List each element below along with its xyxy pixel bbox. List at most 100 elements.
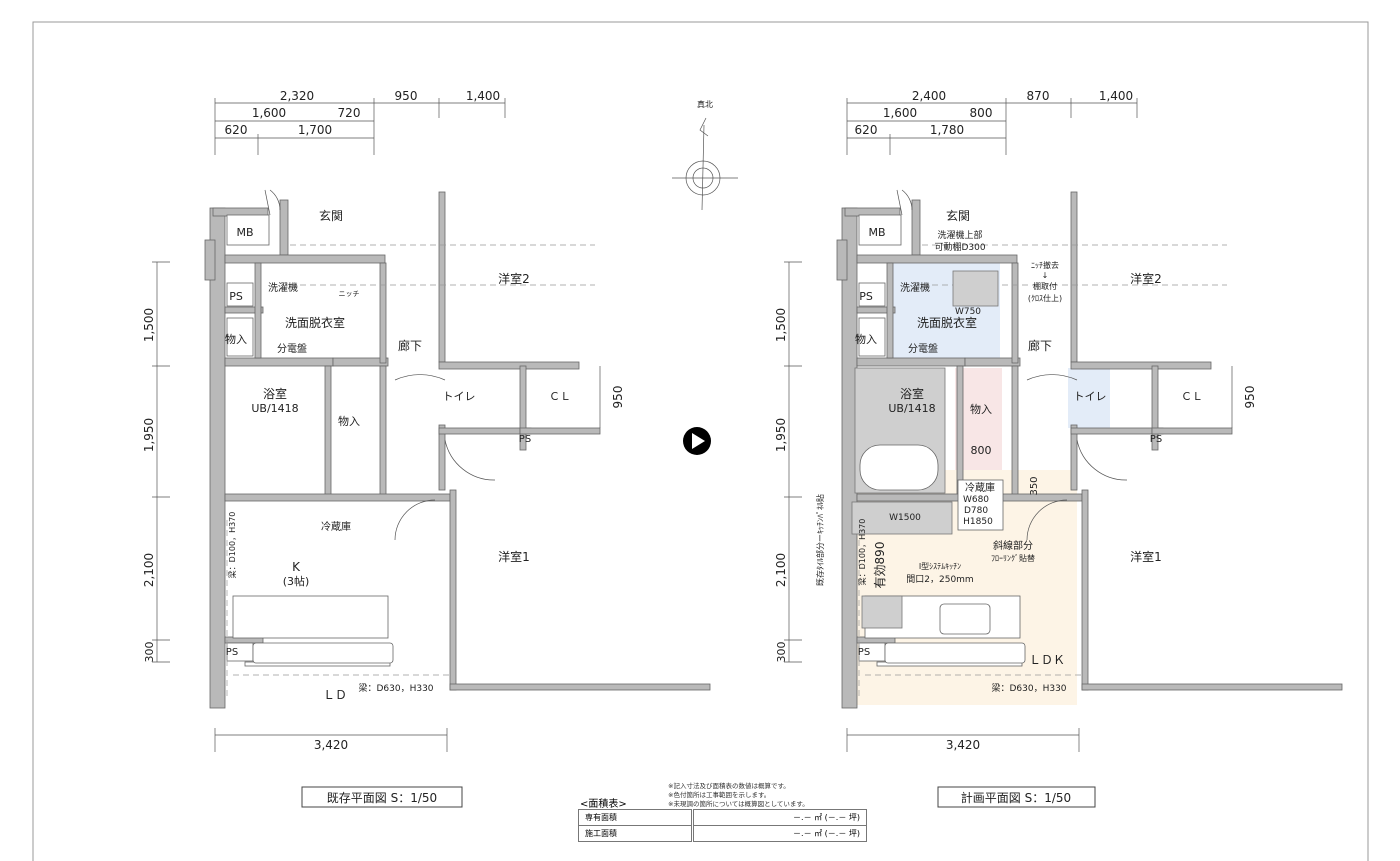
dim-top: 870 xyxy=(1027,89,1050,103)
dim-top: 1,600 xyxy=(252,106,286,120)
room-washroom: 洗面脱衣室 xyxy=(285,315,345,330)
label-fridge-h: H1850 xyxy=(963,517,993,527)
compass-rose-icon xyxy=(685,160,721,196)
room-toilet: トイレ xyxy=(443,390,476,403)
label-w750: W750 xyxy=(955,307,981,317)
room-hall: 廊下 xyxy=(398,338,422,353)
dim-toilet: 950 xyxy=(1243,386,1257,409)
label-beam-1: 梁：D100，H370 xyxy=(228,512,237,579)
shelf-note-2: 可動棚D300 xyxy=(934,241,985,253)
label-beam-2: 梁：D630，H330 xyxy=(358,682,433,694)
dim-left: 1,500 xyxy=(142,308,156,342)
sheet-border xyxy=(32,21,1369,861)
dim-top: 620 xyxy=(225,123,248,137)
planned-dimension-lines xyxy=(784,98,1233,752)
dim-350: 350 xyxy=(1029,476,1040,495)
table-row: 施工面積 －.－ ㎡ (－.－ 坪) xyxy=(578,825,867,842)
label-washer: 洗濯機 xyxy=(900,281,930,294)
label-panel: 分電盤 xyxy=(277,342,307,355)
room-ld: ＬＤ xyxy=(323,688,347,702)
room-bath: 浴室 xyxy=(900,386,924,401)
room-ps-3: PS xyxy=(226,647,238,658)
bathtub xyxy=(859,444,939,491)
label-fridge-d: D780 xyxy=(964,506,988,516)
room-ps-2: PS xyxy=(519,434,531,445)
area-table-caption: <面積表> xyxy=(580,799,627,810)
label-fridge: 冷蔵庫 xyxy=(965,481,995,494)
label-bath-ub: UB/1418 xyxy=(251,402,298,415)
label-panel: 分電盤 xyxy=(908,342,938,355)
label-kitchen-width: 間口2，250mm xyxy=(906,574,973,585)
room-closet: ＣＬ xyxy=(1181,390,1203,403)
existing-plan-title: 既存平面図 S：1/50 xyxy=(327,791,437,805)
room-ps: PS xyxy=(859,290,873,303)
dim-top: 2,400 xyxy=(912,89,946,103)
niche-note-3: (ｸﾛｽ仕上) xyxy=(1028,293,1062,303)
label-storage-width: 800 xyxy=(971,444,992,457)
existing-plan: 2,320 950 1,400 1,600 720 620 1,700 1,50… xyxy=(142,89,711,808)
dim-top: 720 xyxy=(338,106,361,120)
dim-left: 1,950 xyxy=(774,418,788,452)
dim-left: 2,100 xyxy=(142,553,156,587)
note: ※未現調の箇所については概算図としています。 xyxy=(668,800,809,808)
room-entrance: 玄関 xyxy=(946,208,970,223)
room-storage: 物入 xyxy=(855,332,877,346)
room-ldk: ＬＤＫ xyxy=(1029,653,1065,667)
room-mb: MB xyxy=(868,226,885,239)
niche-note-arrow: ↓ xyxy=(1042,271,1049,280)
wash-basin xyxy=(952,270,999,307)
room-hall: 廊下 xyxy=(1028,338,1052,353)
room-ps: PS xyxy=(229,290,243,303)
dim-toilet: 950 xyxy=(611,386,625,409)
dim-left: 300 xyxy=(775,642,788,663)
existing-title-box xyxy=(301,786,463,808)
label-kitchen-type: I型ｼｽﾃﾑｷｯﾁﾝ xyxy=(919,562,961,571)
area-value: －.－ ㎡ (－.－ 坪) xyxy=(691,825,867,842)
label-w1500: W1500 xyxy=(889,513,921,523)
north-compass: 真北 xyxy=(672,99,738,211)
room-washroom: 洗面脱衣室 xyxy=(917,315,977,330)
dim-top: 1,700 xyxy=(298,123,332,137)
dim-top: 1,780 xyxy=(930,123,964,137)
room-western-1: 洋室1 xyxy=(498,549,530,564)
room-bath: 浴室 xyxy=(263,386,287,401)
room-mb: MB xyxy=(236,226,253,239)
note: ※記入寸法及び面積表の数値は概算です。 xyxy=(668,782,790,790)
area-label: 施工面積 xyxy=(578,825,693,842)
shelf-note-1: 洗濯機上部 xyxy=(937,229,982,241)
true-north-label: 真北 xyxy=(697,99,713,109)
dim-top: 1,600 xyxy=(883,106,917,120)
dim-top: 620 xyxy=(855,123,878,137)
arrow-right-icon xyxy=(683,427,711,455)
label-fridge-w: W680 xyxy=(963,495,989,505)
dim-top: 1,400 xyxy=(1099,89,1133,103)
area-label: 専有面積 xyxy=(578,809,693,826)
planned-title-box xyxy=(937,786,1096,808)
label-effective-width: 有効890 xyxy=(872,542,887,589)
label-floor-note-1: 斜線部分 xyxy=(993,539,1033,552)
dim-top: 1,400 xyxy=(466,89,500,103)
dim-bottom: 3,420 xyxy=(946,738,980,752)
dim-bottom: 3,420 xyxy=(314,738,348,752)
dim-top: 2,320 xyxy=(280,89,314,103)
stove-icon xyxy=(861,595,903,629)
table-row: 専有面積 －.－ ㎡ (－.－ 坪) xyxy=(578,809,867,826)
dim-left: 300 xyxy=(143,642,156,663)
label-tile-note: 既存ﾀｲﾙ部分ーｷｯﾁﾝﾊﾟﾈﾙ貼 xyxy=(815,494,825,586)
dim-left: 2,100 xyxy=(774,553,788,587)
niche-note-1: ﾆｯﾁ撤去 xyxy=(1031,260,1059,270)
label-bath-ub: UB/1418 xyxy=(888,402,935,415)
room-western-1: 洋室1 xyxy=(1130,549,1162,564)
room-western-2: 洋室2 xyxy=(1130,271,1162,286)
room-storage-2: 物入 xyxy=(338,414,360,428)
planned-plan: 2,400 870 1,400 1,600 800 620 1,780 1,50… xyxy=(774,89,1343,808)
dim-left: 1,950 xyxy=(142,418,156,452)
planned-plan-title: 計画平面図 S：1/50 xyxy=(961,790,1071,805)
existing-dimension-lines xyxy=(152,98,601,752)
room-ps-3: PS xyxy=(858,647,870,658)
label-beam-1: 梁：D100，H370 xyxy=(858,519,867,586)
room-toilet: トイレ xyxy=(1074,390,1107,403)
sink-icon xyxy=(939,603,991,635)
room-western-2: 洋室2 xyxy=(498,271,530,286)
room-entrance: 玄関 xyxy=(319,208,343,223)
